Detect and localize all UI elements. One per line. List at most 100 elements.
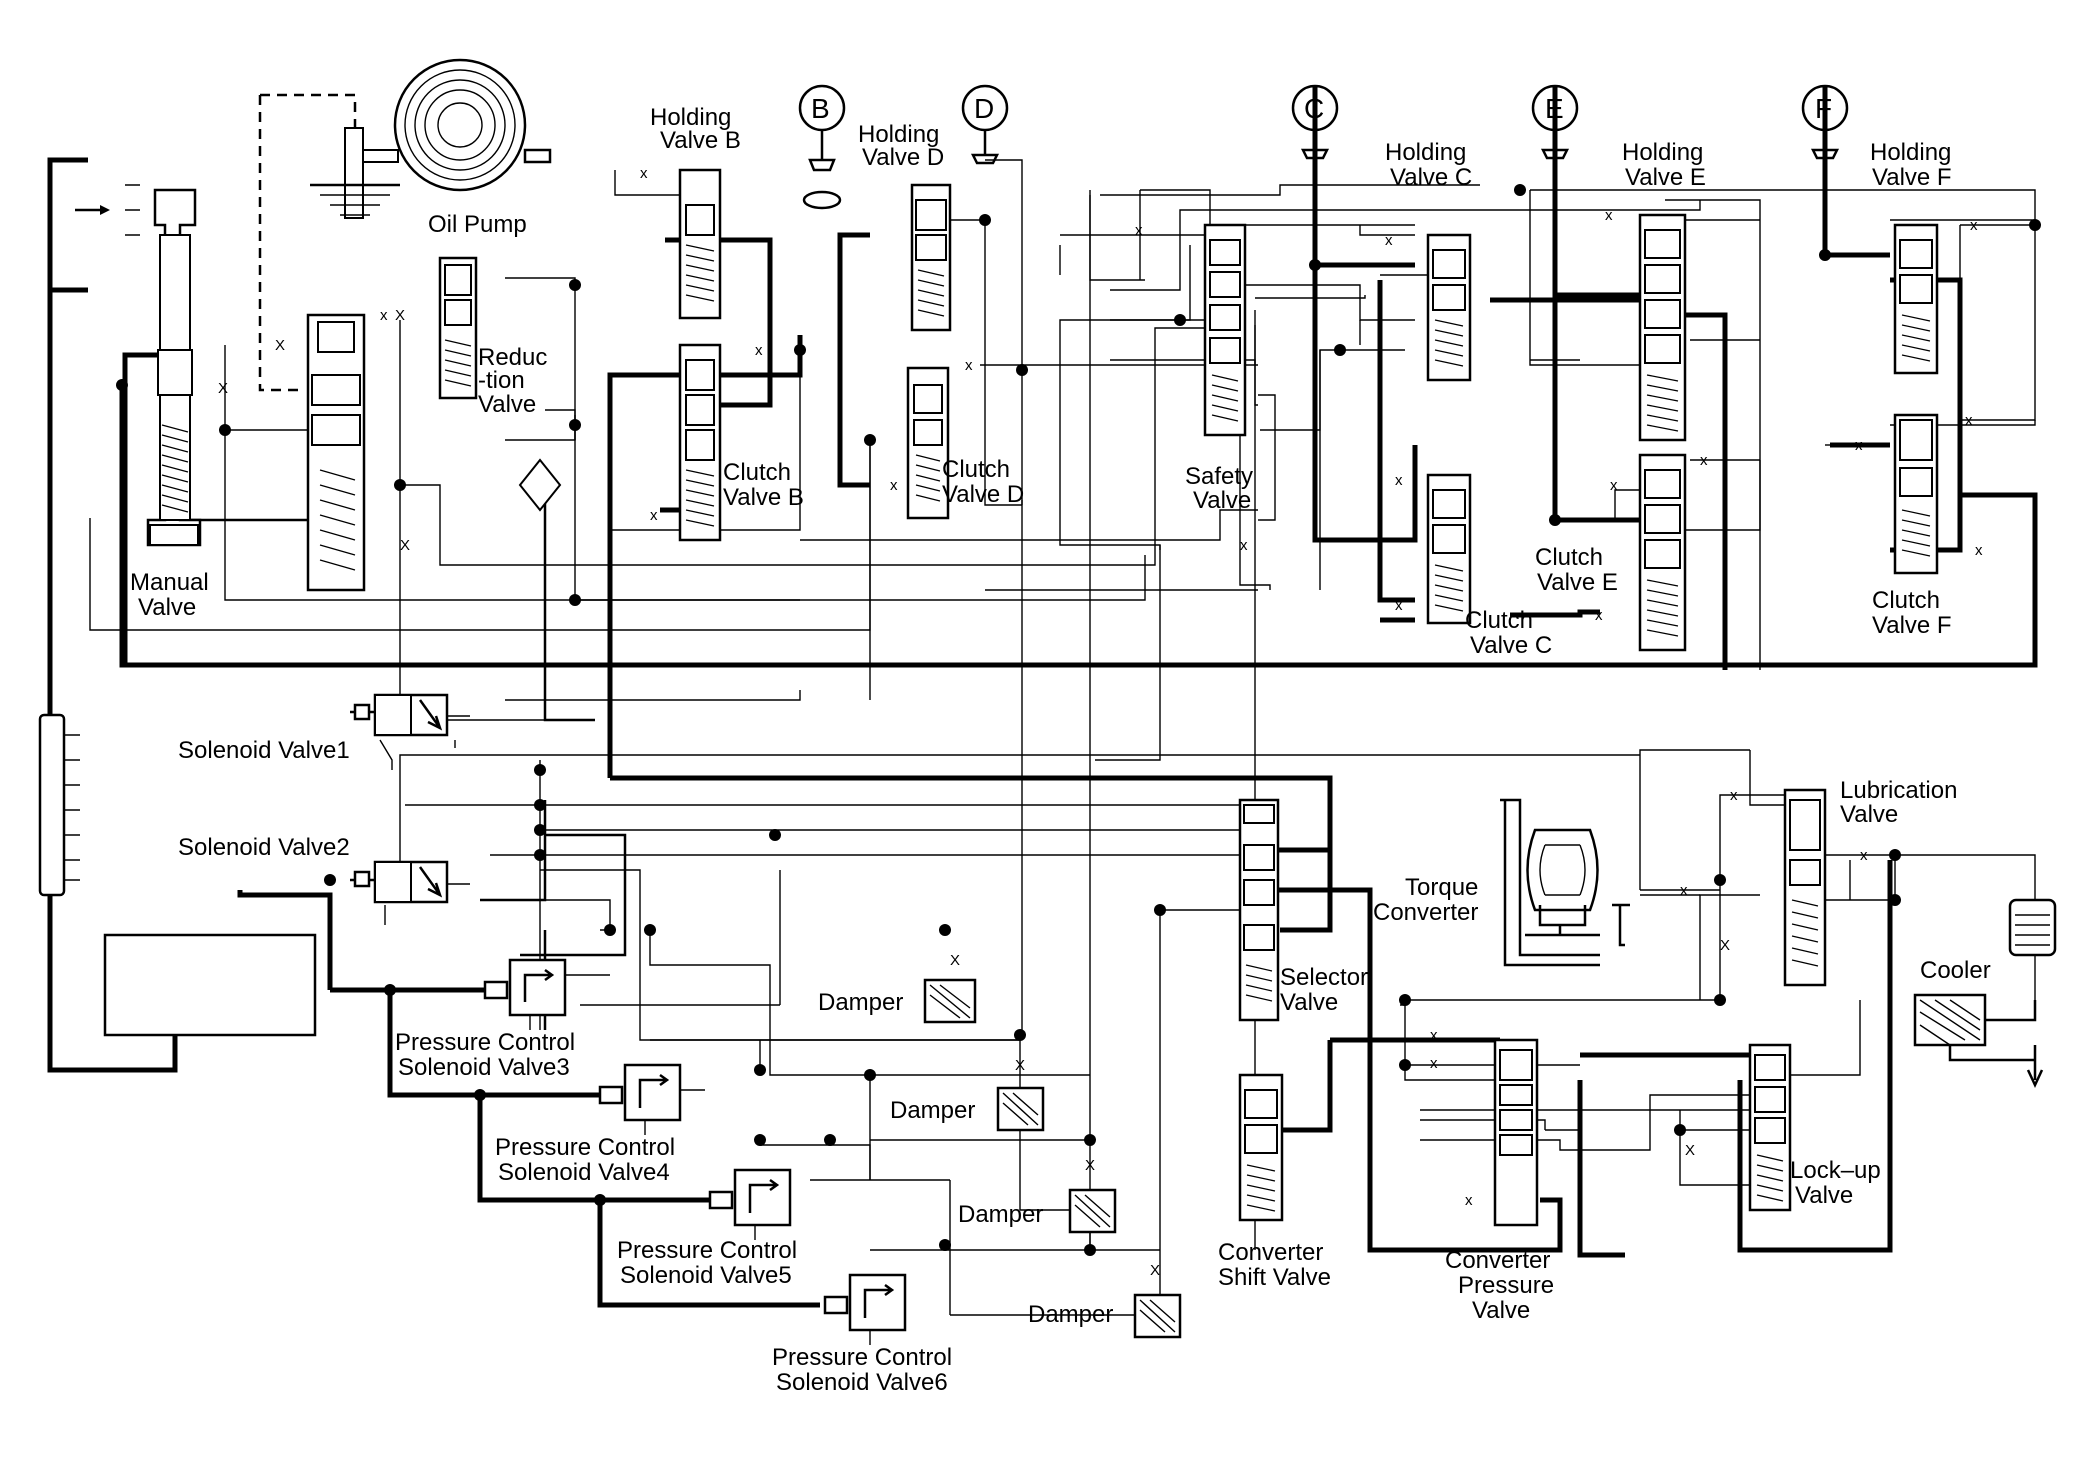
pcsv-5-label-1: Pressure Control: [617, 1237, 797, 1264]
damper-3: [1068, 1188, 1117, 1234]
converter-pressure-valve-label-1: Converter: [1445, 1247, 1550, 1274]
solenoid-valve-2-label: Solenoid Valve2: [178, 834, 350, 861]
holding-valve-d-label-1: Holding: [858, 121, 939, 148]
port-f: F: [1801, 84, 1849, 160]
pcsv-5-label-2: Solenoid Valve5: [620, 1262, 792, 1289]
oil-pump-label: Oil Pump: [428, 211, 527, 238]
svg-text:x: x: [1385, 232, 1393, 249]
manual-valve-label-2: Valve: [138, 594, 196, 621]
regulator-valve: [306, 313, 366, 592]
pcsv-5: [708, 1168, 792, 1240]
clutch-valve-f: [1893, 413, 1939, 575]
svg-text:x: x: [755, 342, 763, 359]
holding-valve-b-label-2: Valve B: [660, 127, 741, 154]
svg-text:x: x: [1680, 882, 1688, 899]
port-e: E: [1531, 84, 1579, 160]
svg-text:x: x: [1975, 542, 1983, 559]
svg-text:x: x: [890, 477, 898, 494]
clutch-valve-c-label-1: Clutch: [1465, 607, 1533, 634]
reduction-valve: [438, 256, 562, 512]
solenoid-valve-1-label: Solenoid Valve1: [178, 737, 350, 764]
selector-valve-label-1: Selector: [1280, 964, 1368, 991]
oil-pump: [258, 58, 552, 392]
pcsv-3-label-2: Solenoid Valve3: [398, 1054, 570, 1081]
converter-pressure-valve-label-2: Pressure: [1458, 1272, 1554, 1299]
selector-valve: [1238, 798, 1280, 1022]
holding-valve-b-label-1: Holding: [650, 104, 731, 131]
lubrication-valve-label-1: Lubrication: [1840, 777, 1957, 804]
damper-3-label: Damper: [958, 1201, 1043, 1228]
pcsv-6: [823, 1273, 907, 1345]
svg-text:X: X: [275, 337, 285, 354]
svg-text:x: x: [1240, 537, 1248, 554]
holding-valve-f: [1893, 223, 1939, 375]
port-f-letter: F: [1815, 93, 1832, 124]
svg-text:X: X: [395, 307, 405, 324]
svg-text:x: x: [640, 165, 648, 182]
svg-text:X: X: [1685, 1142, 1695, 1159]
lockup-valve-label-2: Valve: [1795, 1182, 1853, 1209]
holding-valve-e-label-1: Holding: [1622, 139, 1703, 166]
selector-valve-label-2: Valve: [1280, 989, 1338, 1016]
damper-1: [923, 978, 977, 1024]
pcsv-4: [598, 1063, 705, 1135]
clutch-valve-d-label-1: Clutch: [942, 456, 1010, 483]
port-b: B: [798, 84, 846, 210]
holding-valve-f-label-2: Valve F: [1872, 164, 1952, 191]
svg-text:x: x: [1860, 847, 1868, 864]
svg-text:x: x: [1730, 787, 1738, 804]
damper-1-label: Damper: [818, 989, 903, 1016]
clutch-valve-e: [1638, 453, 1687, 652]
port-e-letter: E: [1545, 93, 1564, 124]
svg-text:X: X: [218, 380, 228, 397]
lockup-valve: [1748, 1043, 1792, 1212]
junction-dots: [116, 184, 2041, 1256]
manual-valve: [75, 184, 202, 547]
torque-converter-label-2: Converter: [1373, 899, 1478, 926]
safety-valve: [1203, 223, 1247, 437]
svg-text:x: x: [1970, 217, 1978, 234]
holding-valve-f-label-1: Holding: [1870, 139, 1951, 166]
svg-text:x: x: [1465, 1192, 1473, 1209]
svg-text:x: x: [650, 507, 658, 524]
lockup-valve-label-1: Lock–up: [1790, 1157, 1881, 1184]
port-d-letter: D: [974, 93, 994, 124]
clutch-valve-b-label-1: Clutch: [723, 459, 791, 486]
holding-valve-d-label-2: Valve D: [862, 144, 944, 171]
pcsv-3: [483, 958, 567, 1030]
svg-text:x: x: [1430, 1055, 1438, 1072]
cooler: [1913, 993, 2044, 1088]
svg-text:x: x: [1855, 437, 1863, 454]
reduction-valve-label-2: -tion: [478, 367, 525, 394]
svg-text:X: X: [1085, 1157, 1095, 1174]
pcsv-6-label-2: Solenoid Valve6: [776, 1369, 948, 1396]
control-lines: [89, 159, 2036, 1316]
reduction-valve-label-1: Reduc: [478, 344, 547, 371]
holding-valve-b: [678, 168, 722, 320]
svg-text:x: x: [965, 357, 973, 374]
svg-text:x: x: [1700, 452, 1708, 469]
port-c: C: [1291, 84, 1339, 160]
svg-text:x: x: [380, 307, 388, 324]
svg-text:X: X: [400, 537, 410, 554]
svg-text:x: x: [1395, 597, 1403, 614]
svg-text:x: x: [1395, 472, 1403, 489]
damper-2: [996, 1086, 1045, 1132]
svg-text:x: x: [1430, 1027, 1438, 1044]
clutch-valve-d-label-2: Valve D: [942, 481, 1024, 508]
svg-text:x: x: [1135, 222, 1143, 239]
clutch-valve-c: [1426, 473, 1472, 625]
holding-valve-d: [910, 183, 952, 332]
port-c-letter: C: [1304, 93, 1324, 124]
holding-valve-c-label-2: Valve C: [1390, 164, 1472, 191]
clutch-valve-f-label-2: Valve F: [1872, 612, 1952, 639]
damper-2-label: Damper: [890, 1097, 975, 1124]
svg-text:X: X: [1150, 1262, 1160, 1279]
port-b-letter: B: [811, 93, 830, 124]
holding-valve-c-label-1: Holding: [1385, 139, 1466, 166]
svg-text:X: X: [1015, 1057, 1025, 1074]
clutch-valve-d: [906, 366, 950, 520]
clutch-valve-e-label-1: Clutch: [1535, 544, 1603, 571]
torque-converter: [1500, 798, 1630, 967]
